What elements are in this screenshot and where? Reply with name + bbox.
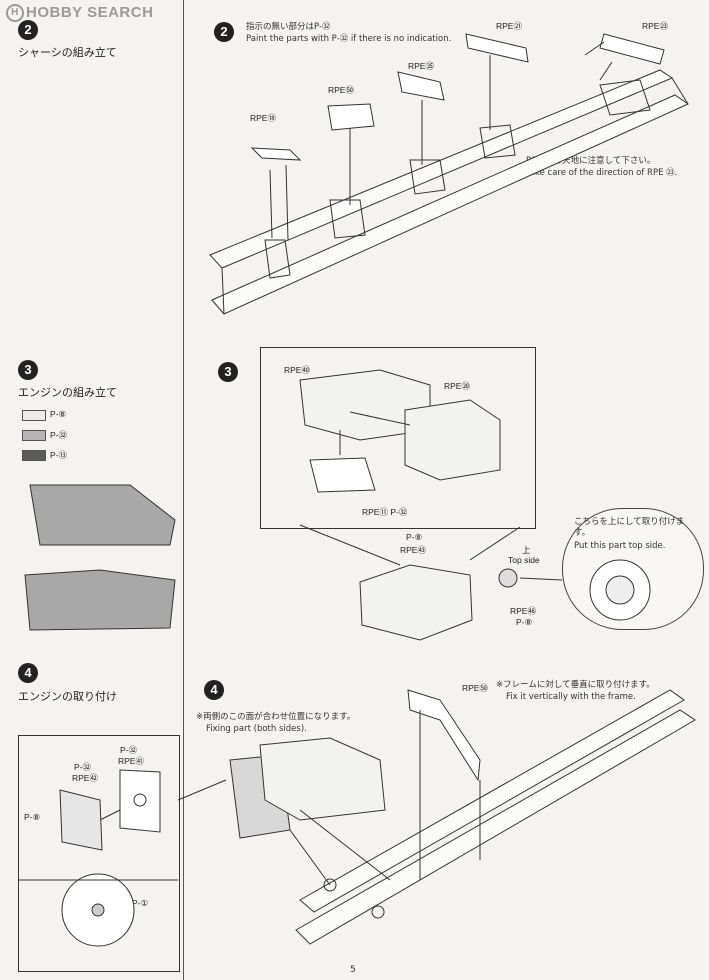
chassis-frame-step4	[295, 689, 696, 945]
page-number: 5	[350, 965, 356, 975]
left-step2-number: 2	[18, 20, 38, 40]
part-rpe21	[465, 33, 529, 63]
left-step3-title: エンジンの組み立て	[18, 386, 117, 399]
column-divider	[183, 0, 184, 980]
engine-with-radiator-step4	[229, 737, 391, 886]
left-step2-title: シャーシの組み立て	[18, 46, 117, 59]
step4-number: 4	[204, 680, 224, 700]
swatch-p13	[22, 450, 46, 461]
top-side-en: Top side	[508, 555, 540, 565]
top-side-jp: 上	[522, 545, 531, 555]
engine-thumbnail-1	[29, 484, 176, 546]
left-step4-number: 4	[18, 663, 38, 683]
box4-pk1: P-①	[132, 898, 149, 908]
engine-assembled	[299, 524, 521, 641]
swatch-p8	[22, 410, 46, 421]
box4-p32: P-㉜	[74, 762, 92, 772]
direction-note-en: Take care of the direction of RPE ㉓.	[526, 168, 678, 178]
vertical-note-en: Fix it vertically with the frame.	[506, 692, 636, 702]
label-pk8: P-⑧	[406, 532, 423, 542]
engine-thumbnail-2	[24, 569, 176, 631]
chassis-frame-step2	[209, 55, 690, 315]
box4-pk8: P-⑧	[24, 812, 41, 822]
swatch-p8-label: P-⑧	[50, 409, 67, 419]
label-rpe51: RPE㊿	[328, 85, 354, 95]
fixing-note-en: Fixing part (both sides).	[206, 724, 307, 734]
label-rpe50: RPE㊿	[462, 683, 488, 693]
vertical-note-jp: ※フレームに対して垂直に取り付けます。	[496, 680, 655, 690]
label-rpe40: RPE㊵	[284, 365, 310, 375]
swatch-p32-label: P-㉜	[50, 430, 68, 440]
left-step3-number: 3	[18, 360, 38, 380]
left-step4-title: エンジンの取り付け	[18, 690, 117, 703]
step2-number: 2	[214, 22, 234, 42]
box4-p32-top: P-㉜	[120, 745, 138, 755]
part-rpe23	[599, 33, 665, 65]
label-rpe11: RPE⑪ P-㉜	[362, 507, 408, 517]
label-rpe21: RPE㉑	[496, 21, 522, 31]
engine-assembly-box	[260, 347, 536, 529]
label-rpe23: RPE㉓	[642, 21, 668, 31]
part-rpe65	[397, 71, 445, 101]
step3-number: 3	[218, 362, 238, 382]
label-rpe46: RPE㊻	[510, 606, 536, 616]
radiator-parts-detail	[18, 769, 227, 947]
fixing-note-jp: ※両側のこの面が合わせ位置になります。	[196, 712, 356, 722]
engine-block-step3	[299, 369, 501, 493]
radiator-detail-box	[18, 735, 180, 972]
swatch-p32	[22, 430, 46, 441]
label-pk8b: P-⑧	[516, 617, 533, 627]
label-rpe43: RPE㊸	[400, 545, 426, 555]
direction-note-jp: RPE㉓ の天地に注意して下さい。	[526, 156, 656, 166]
box4-rpe42: RPE㊷	[72, 773, 98, 783]
logo-icon: H	[6, 4, 24, 23]
label-rpe65: RPE㉟	[408, 61, 434, 71]
part-rpe18	[250, 147, 302, 161]
label-rpe18: RPE⑱	[250, 113, 276, 123]
circle-note-en: Put this part top side.	[574, 541, 666, 551]
box4-rpe41: RPE㊶	[118, 756, 144, 766]
circle-note-jp: こちらを上にして取り付けます。	[574, 517, 685, 538]
step2-note-jp: 指示の無い部分はP-㉜	[246, 22, 331, 32]
swatch-p13-label: P-⑬	[50, 450, 68, 460]
label-rpe20: RPE⑳	[444, 381, 470, 391]
part-rpe51	[327, 103, 375, 131]
step2-note-en: Paint the parts with P-㉜ if there is no …	[246, 34, 452, 44]
logo-text: HOBBY SEARCH	[26, 4, 154, 21]
